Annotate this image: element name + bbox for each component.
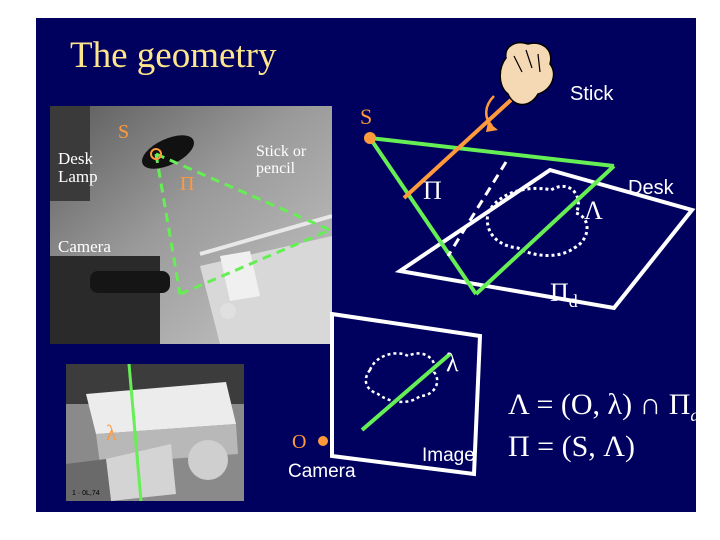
geometry-diagram [318,42,696,477]
diagram-label-pi: Π [423,176,442,205]
diagram-label-s: S [360,104,373,129]
diagram-label-pi-d-sub: d [568,291,578,312]
diagram-label-big-lambda: Λ [584,196,603,225]
equation-lambda-main: Λ = (O, λ) ∩ Π [508,388,691,421]
diagram-label-small-lambda: λ [446,348,459,377]
shadow-photo-line [127,364,143,501]
diagram-label-desk: Desk [628,177,674,199]
desk-photo-label-pi: Π [180,173,195,195]
desk-photo: S Desk Lamp Π Stick or pencil Camera [50,106,332,344]
diagram-label-pi-d-main: Π [550,278,569,307]
diagram-label-stick: Stick [570,83,614,105]
desk-shadow-outline [485,184,589,257]
equation-lambda-sub: d [690,405,696,425]
desk-photo-lamp-point [150,148,162,160]
diagram-label-o: O [292,431,307,453]
equation-lambda: Λ = (O, λ) ∩ Πd [508,388,696,425]
desk-plane [394,167,696,311]
diagram-label-pi-d: Πd [550,278,578,312]
diagram-label-camera: Camera [288,461,356,482]
desk-photo-overlay [150,148,331,296]
desk-photo-label-camera: Camera [58,237,111,256]
desk-photo-shadow-ray [154,153,182,295]
shadow-line-lambda [474,164,616,296]
hand-icon [485,42,555,132]
desk-photo-label-s: S [118,121,130,143]
shadow-photo: λ 1 · 0L,74 [66,364,244,501]
shadow-plane-edge [368,136,478,296]
stick-hidden-segment [446,161,508,257]
stick-plane-top-edge [369,136,615,168]
desk-photo-base-line [179,228,331,296]
desk-photo-stick-ray [155,152,331,232]
diagram-label-image: Image [422,445,475,466]
equation-pi: Π = (S, Λ) [508,430,636,463]
desk-photo-label-stick: Stick or pencil [256,143,307,177]
image-plane [330,311,483,477]
slide-title: The geometry [70,35,277,76]
shadow-photo-label-small: 1 · 0L,74 [72,490,100,497]
shadow-photo-label-lambda: λ [106,420,117,445]
light-source-point [364,132,376,144]
shadow-photo-overlay [127,364,143,501]
slide: The geometry [36,18,696,512]
desk-photo-label-desk-lamp: Desk Lamp [58,149,98,186]
image-shadow-line-lambda [360,352,452,432]
camera-center-point [318,436,328,446]
shadow-photo-image [66,364,244,501]
desk-photo-image [50,106,332,344]
